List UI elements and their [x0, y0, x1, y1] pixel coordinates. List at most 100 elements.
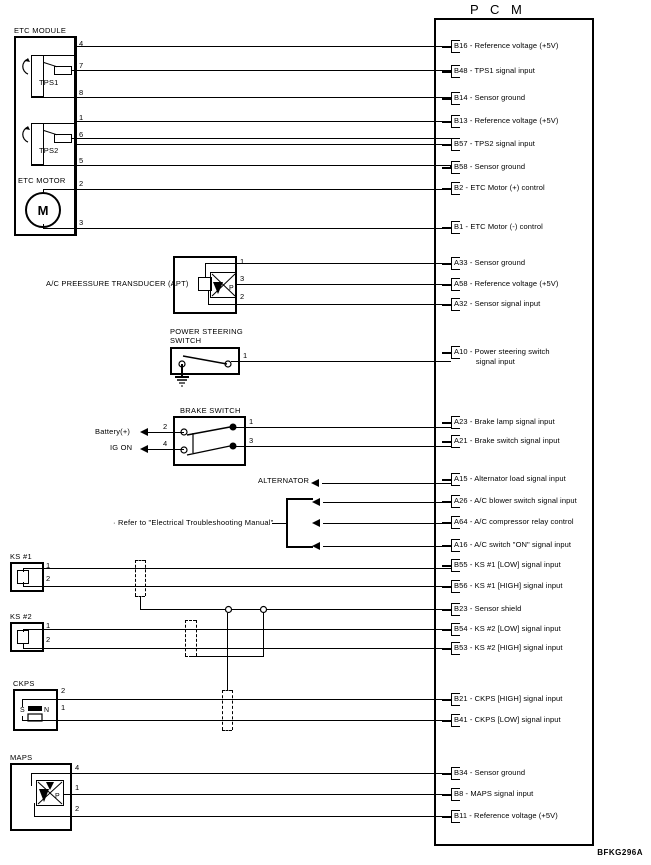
- maps-title: MAPS: [10, 753, 33, 762]
- wire-b13: [76, 121, 451, 122]
- pcm-pin-lead: [442, 522, 451, 524]
- wire-a33-drop: [205, 263, 206, 278]
- maps-pressure-sensor-icon: P: [37, 781, 63, 805]
- ks2-shield-left: [185, 620, 186, 656]
- pcm-pin-terminal: [451, 693, 460, 706]
- etc-motor-lead-top: [43, 189, 44, 194]
- power-steering-pin-1: 1: [243, 351, 248, 360]
- pcm-pin-label: A64 - A/C compressor relay control: [454, 517, 574, 526]
- wire-ig-on: [148, 449, 184, 450]
- wire-b48: [76, 70, 451, 71]
- pcm-pin-label: A21 - Brake switch signal input: [454, 436, 560, 445]
- brake-switch-pin-3: 3: [249, 436, 254, 445]
- etc-motor-wire-bottom: [43, 228, 76, 229]
- pcm-pin-label: B2 - ETC Motor (+) control: [454, 183, 545, 192]
- pcm-pin-terminal: [451, 788, 460, 801]
- pcm-pin-terminal: [451, 603, 460, 616]
- brake-switch-pin-4: 4: [163, 439, 168, 448]
- pcm-pin-lead: [442, 501, 451, 503]
- svg-text:P: P: [229, 285, 234, 292]
- apt-pin-3: 3: [240, 274, 245, 283]
- pcm-pin-terminal: [451, 810, 460, 823]
- wire-b56-jog: [23, 582, 24, 587]
- ckps-shield-right: [232, 690, 233, 730]
- ckps-shield-drain: [227, 613, 228, 691]
- pcm-pin-label: B54 - KS #2 [LOW] signal input: [454, 624, 561, 633]
- ground-icon: [175, 376, 189, 387]
- a64-arrow-icon: [312, 519, 320, 527]
- shield-drain-v1: [140, 596, 141, 609]
- brake-switch-pin-2: 2: [163, 422, 168, 431]
- pcm-pin-label: B56 - KS #1 [HIGH] signal input: [454, 581, 563, 590]
- pcm-pin-label: A16 - A/C switch "ON" signal input: [454, 540, 572, 549]
- pcm-pin-lead: [442, 71, 451, 73]
- ks2-pin-1: 1: [46, 621, 51, 630]
- etm-note-leader: [272, 523, 286, 524]
- wire-a23: [233, 427, 451, 428]
- ks1-box: [10, 562, 44, 592]
- ks1-pin-1: 1: [46, 561, 51, 570]
- svg-text:P: P: [55, 793, 60, 800]
- shield-junction-dot-1: [224, 605, 233, 614]
- apt-pin-2: 2: [240, 292, 245, 301]
- tps1-resistor-body: [31, 55, 44, 97]
- pcm-pin-terminal: [451, 642, 460, 655]
- pcm-pin-terminal: [451, 182, 460, 195]
- power-steering-switch-title: POWER STEERING SWITCH: [170, 327, 243, 345]
- pcm-pin-label: A26 - A/C blower switch signal input: [454, 496, 577, 505]
- ckps-title: CKPS: [13, 679, 35, 688]
- brake-switch-battery-label: Battery(+): [95, 427, 131, 436]
- wire-b57b: [76, 144, 451, 145]
- pcm-pin-lead: [442, 98, 451, 100]
- wire-a15: [322, 483, 451, 484]
- pcm-pin-label: A58 - Reference voltage (+5V): [454, 279, 559, 288]
- pcm-pin-label: B48 - TPS1 signal input: [454, 66, 535, 75]
- wire-b58: [76, 165, 451, 166]
- wire-b53: [23, 648, 451, 649]
- pcm-pin-terminal: [451, 346, 460, 359]
- ks2-shield-top: [185, 620, 196, 621]
- pcm-pin-label: B57 - TPS2 signal input: [454, 139, 535, 148]
- power-steering-switch-title-text: POWER STEERING SWITCH: [170, 327, 243, 345]
- pcm-pin-terminal: [451, 580, 460, 593]
- pcm-pin-label: A32 - Sensor signal input: [454, 299, 541, 308]
- tps1-rotation-arrow-icon: [22, 58, 30, 75]
- pcm-pin-lead: [442, 422, 451, 424]
- etm-note-bracket-spine: [286, 498, 288, 548]
- pcm-pin-lead: [442, 479, 451, 481]
- pcm-pin-lead: [442, 188, 451, 190]
- pcm-box: [434, 18, 594, 846]
- ks1-shield-right: [145, 560, 146, 596]
- wire-b54-jog: [23, 629, 24, 632]
- pcm-pin-terminal: [451, 416, 460, 429]
- pcm-pin-terminal: [451, 65, 460, 78]
- etc-motor-lead-bottom: [43, 224, 44, 229]
- wire-a32-drop: [208, 291, 209, 305]
- wire-b16: [76, 46, 451, 47]
- pcm-pin-terminal: [451, 257, 460, 270]
- ks2-shield-right: [196, 620, 197, 656]
- pcm-pin-label: B1 - ETC Motor (-) control: [454, 222, 543, 231]
- wire-a26: [323, 502, 451, 503]
- etc-pin-7: 7: [79, 61, 84, 70]
- tps1-wire-bottom: [31, 97, 76, 98]
- pcm-pin-label: B41 - CKPS [LOW] signal input: [454, 715, 561, 724]
- pcm-pin-lead: [442, 167, 451, 169]
- pcm-title: P C M: [470, 2, 526, 17]
- pcm-pin-terminal: [451, 278, 460, 291]
- ks1-pin-2: 2: [46, 574, 51, 583]
- wire-b23: [140, 609, 451, 610]
- pcm-pin-label: B21 - CKPS [HIGH] signal input: [454, 694, 563, 703]
- etc-pin-8: 8: [79, 88, 84, 97]
- pcm-pin-lead: [442, 227, 451, 229]
- wire-b34-drop: [31, 773, 32, 786]
- pcm-pin-terminal: [451, 559, 460, 572]
- ks2-pin-2: 2: [46, 635, 51, 644]
- pcm-pin-label: B55 - KS #1 [LOW] signal input: [454, 560, 561, 569]
- brake-switch-contacts-icon: [180, 423, 237, 456]
- pcm-pin-label: A23 - Brake lamp signal input: [454, 417, 555, 426]
- ig-on-arrow-icon: [140, 445, 148, 453]
- ks2-element: [17, 630, 29, 644]
- ckps-box: [13, 689, 58, 731]
- wire-a33: [205, 263, 451, 264]
